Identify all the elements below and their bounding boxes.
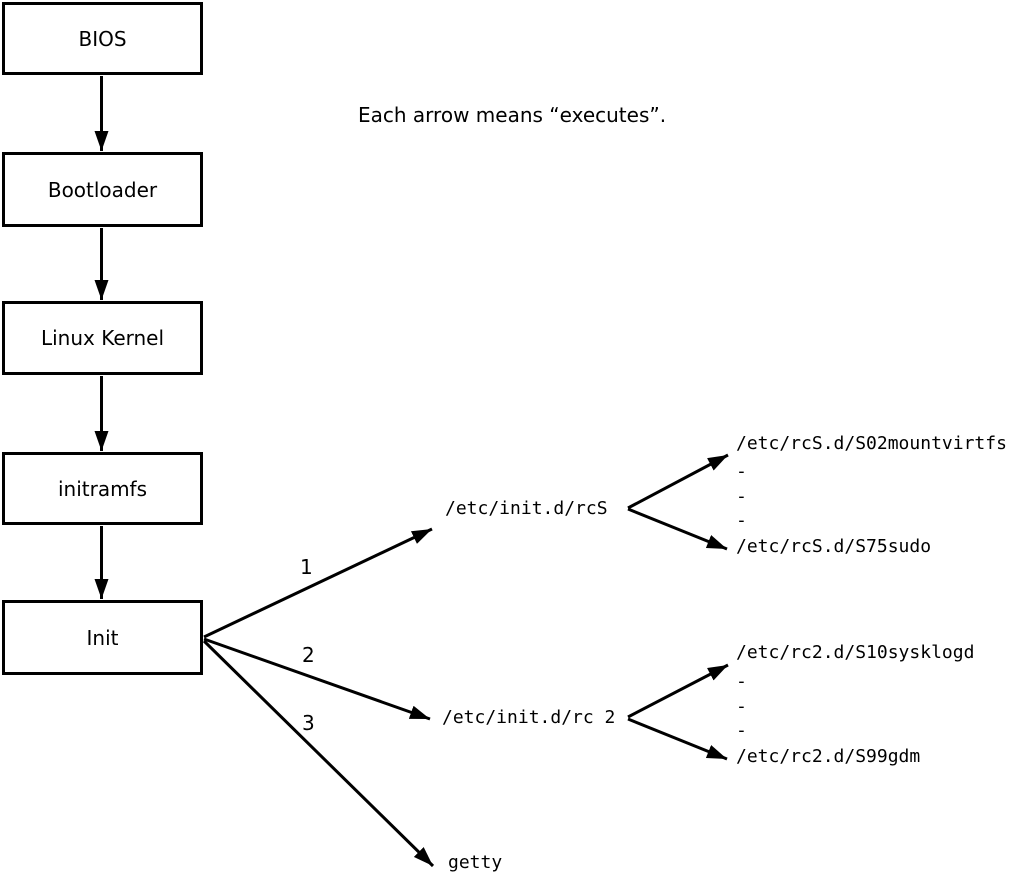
node-linux-kernel: Linux Kernel bbox=[2, 301, 203, 375]
node-getty: getty bbox=[448, 852, 503, 873]
edge-label-3: 3 bbox=[302, 711, 315, 735]
rcs-branch-ellipsis-dash: - bbox=[736, 486, 747, 507]
node-rcs-d-s02mountvirtfs: /etc/rcS.d/S02mountvirtfs bbox=[736, 433, 1007, 454]
edge-label-2: 2 bbox=[302, 643, 315, 667]
node-initramfs-label: initramfs bbox=[57, 476, 148, 501]
node-init: Init bbox=[2, 600, 203, 675]
node-etc-init-d-rcs: /etc/init.d/rcS bbox=[445, 498, 608, 519]
node-initramfs: initramfs bbox=[2, 452, 203, 525]
node-etc-init-d-rc2: /etc/init.d/rc 2 bbox=[442, 707, 616, 728]
arrow-rc2-to-s99gdm bbox=[627, 717, 728, 761]
node-rc2-d-s99gdm: /etc/rc2.d/S99gdm bbox=[736, 746, 921, 767]
arrow-init-to-rcs bbox=[203, 527, 433, 639]
rc2-branch-ellipsis-dash: - bbox=[736, 671, 747, 692]
node-rcs-d-s75sudo: /etc/rcS.d/S75sudo bbox=[736, 536, 932, 557]
node-bootloader-label: Bootloader bbox=[47, 177, 158, 202]
rcs-branch-ellipsis-dash: - bbox=[736, 510, 747, 531]
rc2-branch-ellipsis-dash: - bbox=[736, 720, 747, 741]
edge-label-1: 1 bbox=[300, 555, 313, 579]
arrow-rcs-to-s75sudo bbox=[627, 507, 728, 551]
node-bios-label: BIOS bbox=[78, 26, 127, 51]
arrow-rcs-to-s02mountvirtfs bbox=[627, 453, 729, 510]
rc2-branch-ellipsis-dash: - bbox=[736, 696, 747, 717]
node-bios: BIOS bbox=[2, 2, 203, 75]
arrow-init-to-getty bbox=[202, 639, 435, 868]
arrow-init-to-rc2 bbox=[203, 637, 431, 721]
node-init-label: Init bbox=[86, 625, 119, 650]
rcs-branch-ellipsis-dash: - bbox=[736, 461, 747, 482]
node-linux-kernel-label: Linux Kernel bbox=[40, 326, 165, 350]
node-rc2-d-s10sysklogd: /etc/rc2.d/S10sysklogd bbox=[736, 642, 975, 663]
node-bootloader: Bootloader bbox=[2, 152, 203, 227]
diagram-caption: Each arrow means “executes”. bbox=[358, 103, 667, 127]
arrow-rc2-to-s10sysklogd bbox=[627, 663, 729, 719]
